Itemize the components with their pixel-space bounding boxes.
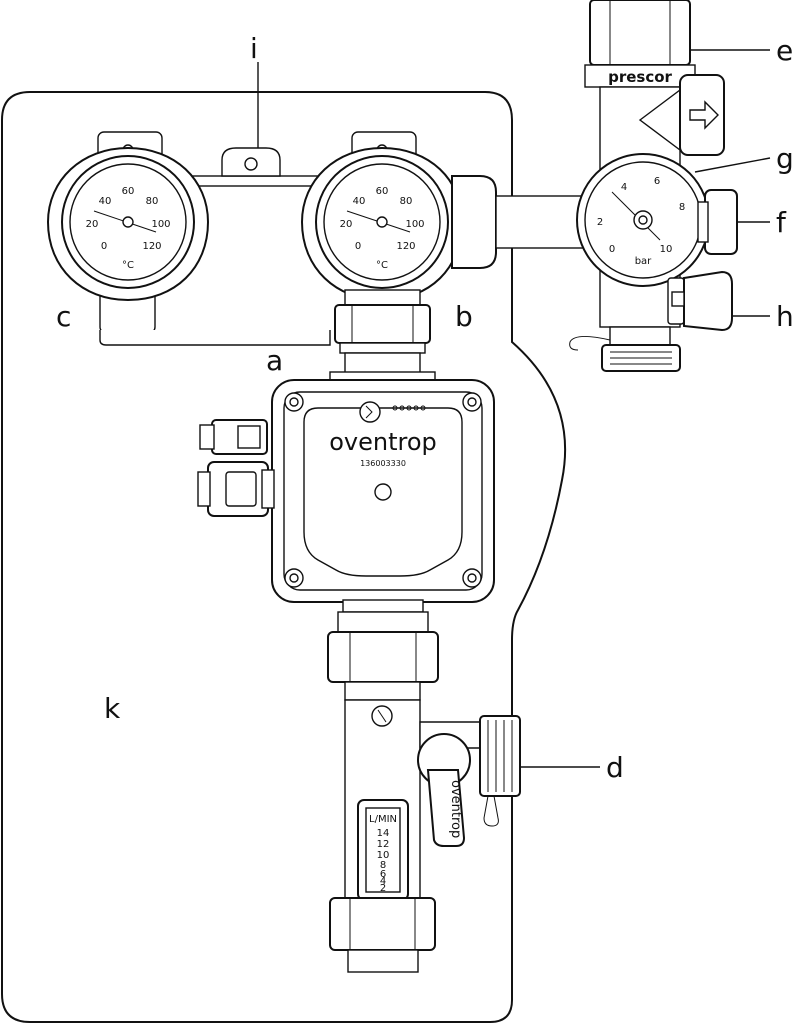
- flowmeter-tick-6: 6: [380, 869, 386, 880]
- thermo-left-tick-60: 60: [122, 186, 135, 197]
- flowmeter-tick-14: 14: [377, 828, 390, 839]
- flowmeter-tick-12: 12: [377, 839, 390, 850]
- thermo-left-tick-0: 0: [101, 241, 107, 252]
- thermo-left-unit: °C: [122, 260, 134, 271]
- gauge-tick-2: 2: [597, 217, 603, 228]
- valve-brand: prescor: [608, 68, 672, 86]
- flowmeter-tick-10: 10: [377, 850, 390, 861]
- thermo-left-tick-40: 40: [99, 196, 112, 207]
- flow-valve-body: oventrop L/MIN 14 12 10 8 6 4 2: [329, 699, 521, 973]
- callout-a: a: [266, 344, 283, 377]
- callout-g: g: [776, 142, 794, 175]
- gauge-tick-8: 8: [679, 202, 685, 213]
- callout-b: b: [455, 300, 473, 333]
- thermometer-left: 0 20 40 60 80 100 120 °C: [46, 131, 331, 346]
- union-fitting-top: [334, 289, 431, 379]
- thermo-right-tick-60: 60: [376, 186, 389, 197]
- flowmeter-tick-4: 4: [380, 876, 386, 887]
- leader-lines: [257, 49, 771, 768]
- flowmeter-tick-2: 2: [380, 883, 386, 894]
- callout-f: f: [776, 206, 787, 239]
- prescor-valve-group: prescor 0 2 4 6 8 10 bar: [569, 0, 738, 372]
- thermo-left-tick-20: 20: [86, 219, 99, 230]
- gauge-tick-0: 0: [609, 244, 615, 255]
- thermo-right-unit: °C: [376, 260, 388, 271]
- gauge-unit: bar: [635, 256, 652, 267]
- pump-brand: oventrop: [329, 428, 437, 456]
- callout-c: c: [56, 300, 71, 333]
- thermo-right-tick-20: 20: [340, 219, 353, 230]
- thermo-right-tick-120: 120: [396, 241, 415, 252]
- ball-valve-brand: oventrop: [448, 780, 463, 838]
- flowmeter-tick-8: 8: [380, 860, 386, 871]
- lower-union: [327, 599, 439, 701]
- gauge-tick-4: 4: [621, 182, 627, 193]
- circulation-pump: oventrop 136003330: [197, 371, 495, 603]
- thermo-left-tick-100: 100: [151, 219, 170, 230]
- callout-e: e: [776, 34, 793, 67]
- callout-d: d: [606, 751, 624, 784]
- thermo-right-tick-0: 0: [355, 241, 361, 252]
- thermometer-right: 0 20 40 60 80 100 120 °C: [300, 131, 464, 302]
- thermo-left-tick-120: 120: [142, 241, 161, 252]
- flowmeter-unit: L/MIN: [369, 814, 397, 825]
- callout-h: h: [776, 300, 794, 333]
- callout-i: i: [250, 32, 258, 65]
- thermo-right-tick-100: 100: [405, 219, 424, 230]
- thermo-left-tick-80: 80: [146, 196, 159, 207]
- gauge-tick-10: 10: [660, 244, 673, 255]
- thermo-right-tick-80: 80: [400, 196, 413, 207]
- connection-pipe-right: [451, 175, 597, 269]
- gauge-tick-6: 6: [654, 176, 660, 187]
- pump-serial: 136003330: [360, 459, 406, 468]
- thermo-right-tick-40: 40: [353, 196, 366, 207]
- callout-k: k: [104, 692, 121, 725]
